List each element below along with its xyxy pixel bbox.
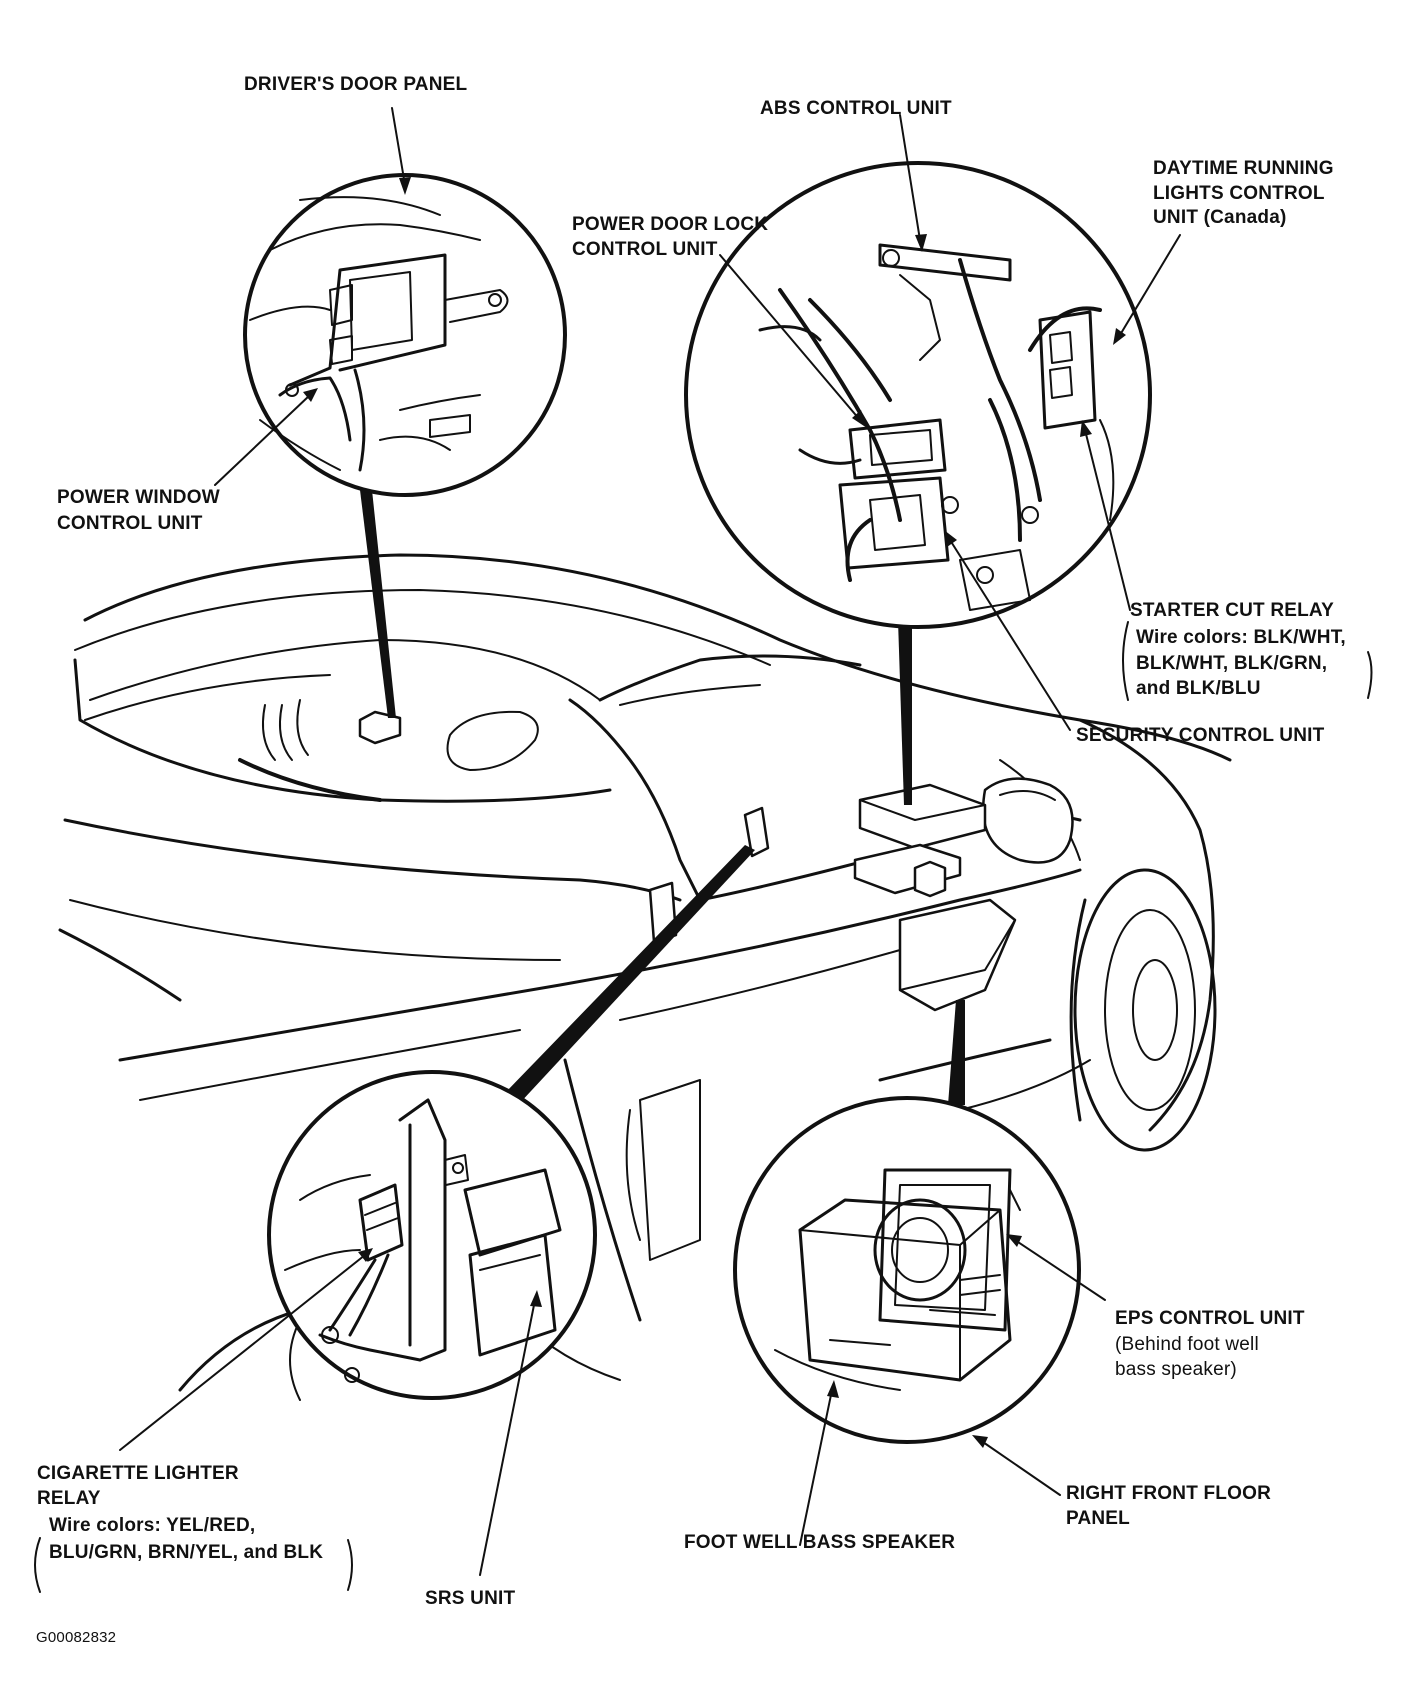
power-window-label-line2: CONTROL UNIT xyxy=(57,513,203,534)
eps-control-unit-note-1: (Behind foot well xyxy=(1115,1334,1259,1355)
starter-cut-relay-label: STARTER CUT RELAY xyxy=(1130,600,1334,621)
eps-control-unit-label: EPS CONTROL UNIT xyxy=(1115,1308,1305,1329)
cigarette-lighter-relay-label-line2: RELAY xyxy=(37,1488,101,1509)
drl-control-unit-label-line1: DAYTIME RUNNING xyxy=(1153,158,1334,179)
drivers-door-panel-label: DRIVER'S DOOR PANEL xyxy=(244,74,468,95)
abs-control-unit-label: ABS CONTROL UNIT xyxy=(760,98,952,119)
foot-well-bass-speaker-label: FOOT WELL BASS SPEAKER xyxy=(684,1532,956,1553)
wire-color-brackets xyxy=(34,621,1373,1593)
power-window-label-line1: POWER WINDOW xyxy=(57,487,220,508)
leader-lines xyxy=(119,107,1181,1576)
drl-control-unit-label-line2: LIGHTS CONTROL xyxy=(1153,183,1325,204)
eps-speaker-detail-circle xyxy=(733,1096,1081,1444)
srs-unit-label: SRS UNIT xyxy=(425,1588,516,1609)
right-front-floor-panel-label-line1: RIGHT FRONT FLOOR xyxy=(1066,1483,1271,1504)
power-door-lock-label-line1: POWER DOOR LOCK xyxy=(572,214,769,235)
power-door-lock-label-line2: CONTROL UNIT xyxy=(572,239,718,260)
cigarette-relay-srs-detail-circle xyxy=(267,1070,597,1400)
drl-control-unit-label-line3: UNIT (Canada) xyxy=(1153,207,1287,228)
cigarette-lighter-relay-wire-colors-2: BLU/GRN, BRN/YEL, and BLK xyxy=(49,1542,324,1563)
starter-cut-relay-wire-colors-3: and BLK/BLU xyxy=(1136,678,1261,699)
starter-cut-relay-wire-colors-2: BLK/WHT, BLK/GRN, xyxy=(1136,653,1328,674)
cigarette-lighter-relay-label-line1: CIGARETTE LIGHTER xyxy=(37,1463,239,1484)
car-component-blocks xyxy=(358,710,1017,1012)
figure-code: G00082832 xyxy=(36,1629,117,1646)
control-units-detail-circle xyxy=(684,161,1152,629)
right-front-floor-panel-label-line2: PANEL xyxy=(1066,1508,1130,1529)
cigarette-lighter-relay-wire-colors-1: Wire colors: YEL/RED, xyxy=(49,1515,256,1536)
eps-control-unit-note-2: bass speaker) xyxy=(1115,1359,1237,1380)
starter-cut-relay-wire-colors-1: Wire colors: BLK/WHT, xyxy=(1136,627,1346,648)
callout-wedges xyxy=(360,490,965,1105)
security-control-unit-label: SECURITY CONTROL UNIT xyxy=(1076,725,1325,746)
door-panel-detail-circle xyxy=(243,173,567,497)
